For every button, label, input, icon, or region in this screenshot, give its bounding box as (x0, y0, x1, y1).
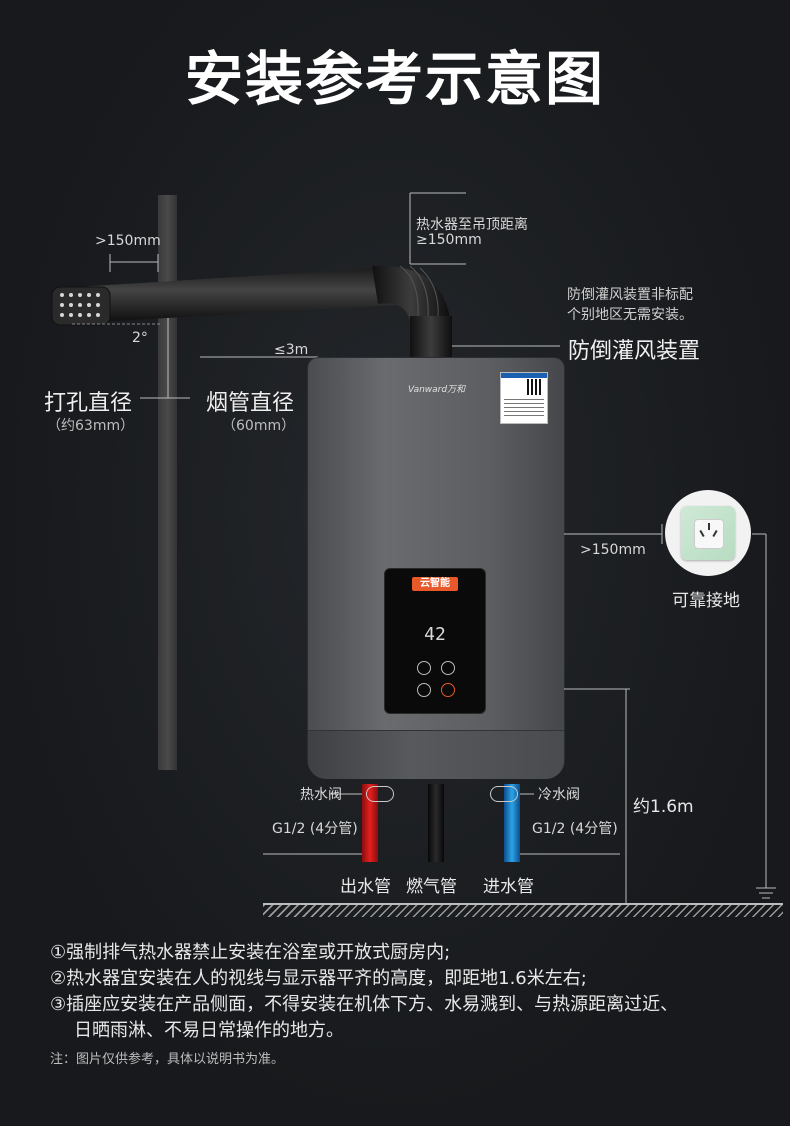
vent-holes (60, 293, 100, 317)
hot-water-pipe (362, 784, 378, 862)
wall (158, 195, 177, 770)
page-title: 安装参考示意图 (184, 45, 605, 113)
note-3-continued: 日晒雨淋、不易日常操作的地方。 (74, 1020, 344, 1041)
footnote: 注：图片仅供参考，具体以说明书为准。 (50, 1052, 285, 1067)
slope-label: 2° (132, 330, 148, 346)
down-button[interactable] (417, 683, 431, 697)
lcd-display: 42 (424, 624, 446, 645)
socket-badge (665, 490, 751, 576)
inlet-pipe-label: 进水管 (483, 877, 534, 897)
note-3: ③插座应安装在产品侧面，不得安装在机体下方、水易溅到、与热源距离过近、 (50, 994, 679, 1015)
side-gap-label: >150mm (580, 542, 646, 558)
note-2: ②热水器宜安装在人的视线与显示器平齐的高度，即距地1.6米左右; (50, 968, 587, 989)
pipe-spec-right: G1/2 (4分管) (532, 821, 618, 837)
power-socket-icon (681, 506, 735, 560)
flue-diameter-value: （60mm） (222, 418, 296, 434)
anti-wind-note-1: 防倒灌风装置非标配 (567, 287, 693, 303)
settings-button[interactable] (441, 661, 455, 675)
hot-valve-icon (366, 786, 394, 802)
cold-valve-icon (490, 786, 518, 802)
anti-wind-note-2: 个别地区无需安装。 (567, 307, 693, 323)
power-button[interactable] (441, 683, 455, 697)
hole-diameter-label: 打孔直径 (44, 391, 133, 416)
note-1: ①强制排气热水器禁止安装在浴室或开放式厨房内; (50, 942, 451, 963)
ceiling-gap-label-1: 热水器至吊顶距离 (416, 217, 528, 233)
water-heater: Vanward万和 云智能 42 (308, 358, 564, 779)
gas-pipe-label: 燃气管 (406, 877, 457, 897)
hole-diameter-value: （约63mm） (47, 418, 135, 434)
hot-valve-label: 热水阀 (300, 787, 342, 803)
floor-hatch (263, 903, 783, 917)
cold-valve-label: 冷水阀 (538, 787, 580, 803)
heater-bottom-band (308, 730, 564, 779)
up-button[interactable] (417, 661, 431, 675)
cold-water-pipe (504, 784, 520, 862)
socket-label: 可靠接地 (672, 591, 740, 611)
wall-gap-label: >150mm (95, 233, 161, 249)
height-label: 约1.6m (633, 797, 694, 817)
gas-pipe (428, 784, 444, 862)
ceiling-gap-label-2: ≥150mm (416, 232, 482, 248)
outlet-pipe-label: 出水管 (340, 877, 391, 897)
anti-wind-device-label: 防倒灌风装置 (568, 339, 701, 364)
panel-tag: 云智能 (412, 577, 458, 591)
flue-diameter-label: 烟管直径 (206, 391, 295, 416)
control-panel: 云智能 42 (384, 568, 486, 714)
flue-pipe (51, 192, 560, 399)
flue-length-label: ≤3m (274, 342, 309, 358)
brand-logo: Vanward万和 (408, 385, 466, 395)
energy-label (500, 372, 548, 424)
pipe-spec-left: G1/2 (4分管) (272, 821, 358, 837)
